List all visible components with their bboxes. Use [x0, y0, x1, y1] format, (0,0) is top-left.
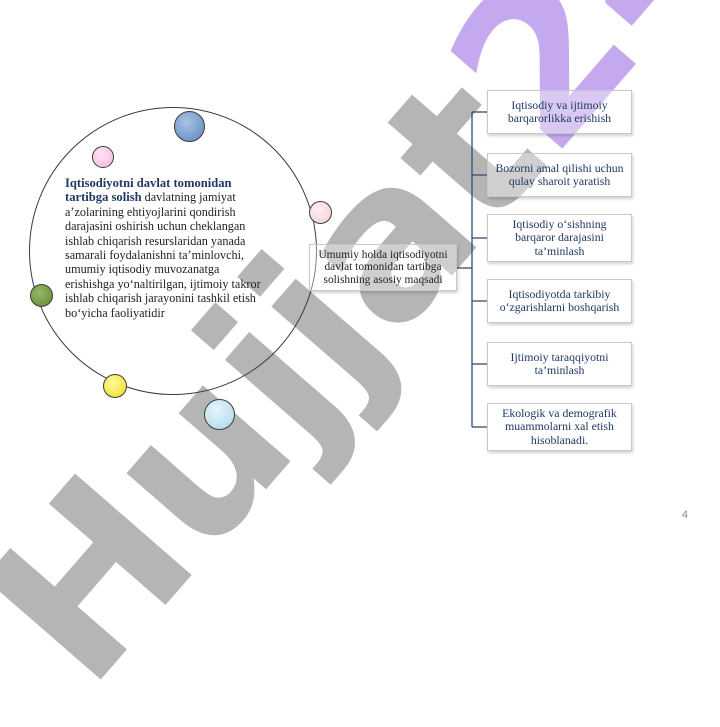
definition-lead: Iqtisodiyotni davlat tomonidan tartibga … [65, 176, 232, 205]
definition-text: Iqtisodiyotni davlat tomonidan tartibga … [65, 176, 270, 320]
main-goal-box: Umumiy holda iqtisodiyotni davlat tomoni… [309, 244, 457, 291]
goal-text-6: Ekologik va demografik muammolarni xal e… [502, 405, 617, 447]
goal-box-5: Ijtimoiy taraqqiyotni ta’minlash [487, 342, 632, 386]
connector-lines [457, 111, 487, 428]
goal-box-1: Iqtisodiy va ijtimoiy barqarorlikka eris… [487, 90, 632, 134]
goal-box-6: Ekologik va demografik muammolarni xal e… [487, 403, 632, 451]
goal-text-3: Iqtisodiy o‘sishning barqaror darajasini… [512, 216, 607, 258]
decorative-dot-cyan [204, 399, 235, 430]
decorative-dot-blue [174, 111, 205, 142]
decorative-dot-yellow [103, 374, 127, 398]
goal-text-1: Iqtisodiy va ijtimoiy barqarorlikka eris… [507, 97, 612, 125]
goal-text-4: Iqtisodiyotda tarkibiy o‘zgarishlarni bo… [499, 286, 620, 314]
decorative-dot-pink [92, 146, 114, 168]
goal-box-3: Iqtisodiy o‘sishning barqaror darajasini… [487, 214, 632, 262]
decorative-dot-green [30, 284, 53, 307]
goal-box-4: Iqtisodiyotda tarkibiy o‘zgarishlarni bo… [487, 279, 632, 323]
goal-text-5: Ijtimoiy taraqqiyotni ta’minlash [510, 349, 609, 377]
goal-box-2: Bozorni amal qilishi uchun qulay sharoit… [487, 153, 632, 197]
main-goal-text: Umumiy holda iqtisodiyotni davlat tomoni… [318, 248, 448, 286]
definition-body: davlatning jamiyat a’zolarining ehtiyojl… [65, 190, 261, 320]
goal-text-2: Bozorni amal qilishi uchun qulay sharoit… [495, 160, 624, 188]
page-number: 4 [681, 509, 688, 521]
definition-circle [29, 107, 317, 395]
decorative-dot-light-pink [309, 201, 332, 224]
